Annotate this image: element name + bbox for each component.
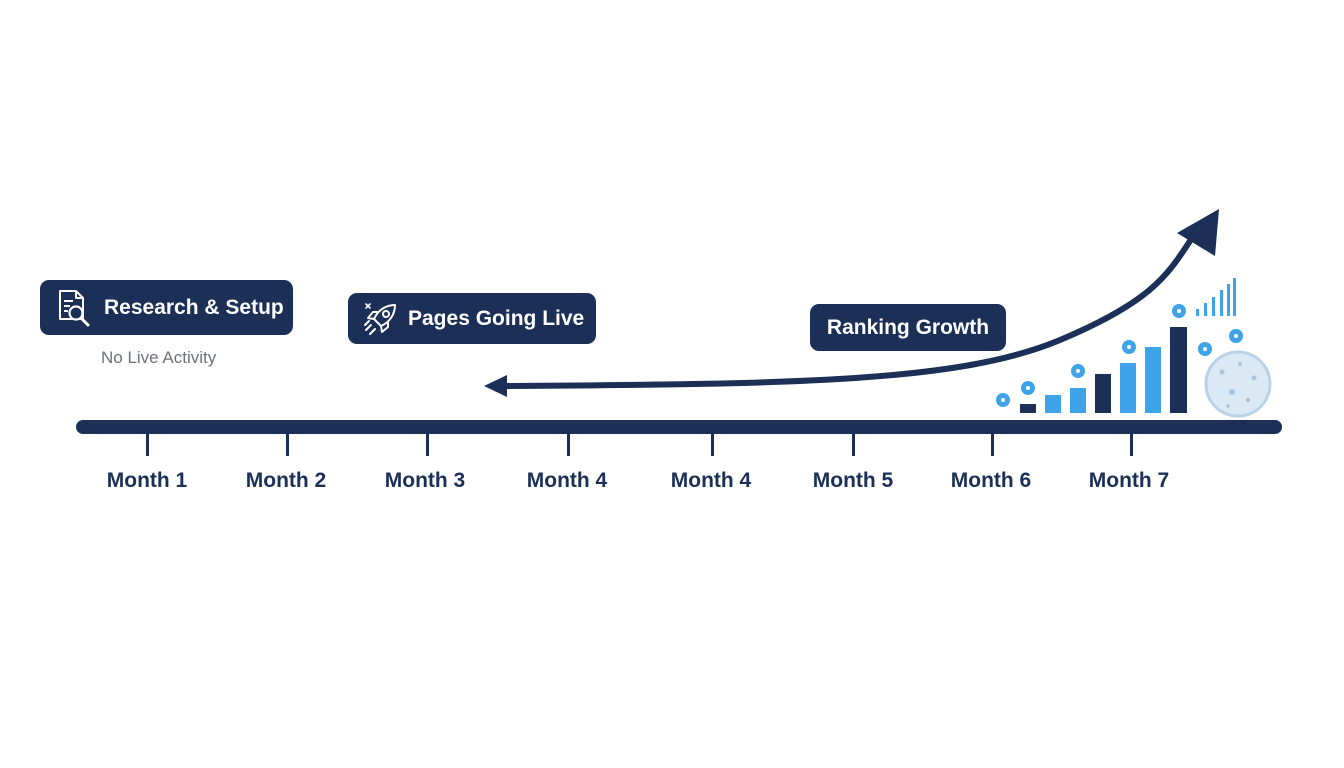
month-label: Month 4 — [670, 469, 752, 492]
phase-pages-going-live: Pages Going Live — [348, 293, 596, 344]
phase-research-setup: Research & Setup — [40, 280, 293, 335]
phase-research-label: Research & Setup — [104, 296, 284, 319]
rocket-icon — [364, 302, 396, 335]
growth-arrow-head — [1177, 209, 1219, 256]
back-arrow-head — [484, 375, 507, 397]
no-live-activity-note: No Live Activity — [101, 348, 217, 367]
timeline-tick — [1130, 432, 1133, 456]
timeline-tick — [146, 432, 149, 456]
phase-pages-label: Pages Going Live — [408, 307, 585, 330]
timeline-bar — [76, 420, 1282, 434]
phase-ranking-label: Ranking Growth — [826, 316, 990, 339]
month-label: Month 5 — [812, 469, 894, 492]
document-search-icon — [59, 289, 90, 326]
timeline-tick — [426, 432, 429, 456]
timeline-tick — [286, 432, 289, 456]
timeline-tick — [711, 432, 714, 456]
timeline-tick — [567, 432, 570, 456]
month-label: Month 7 — [1088, 469, 1170, 492]
growth-bars-icon — [1020, 327, 1187, 413]
month-label: Month 4 — [526, 469, 608, 492]
growth-arrow-curve — [499, 229, 1199, 389]
month-label: Month 6 — [950, 469, 1032, 492]
month-label: Month 1 — [106, 469, 188, 492]
month-label: Month 2 — [245, 469, 327, 492]
phase-ranking-growth: Ranking Growth — [810, 304, 1006, 351]
mini-signal-bars-icon — [1196, 278, 1236, 316]
month-label: Month 3 — [384, 469, 466, 492]
timeline-tick — [852, 432, 855, 456]
moon-icon — [1204, 350, 1272, 418]
timeline-tick — [991, 432, 994, 456]
